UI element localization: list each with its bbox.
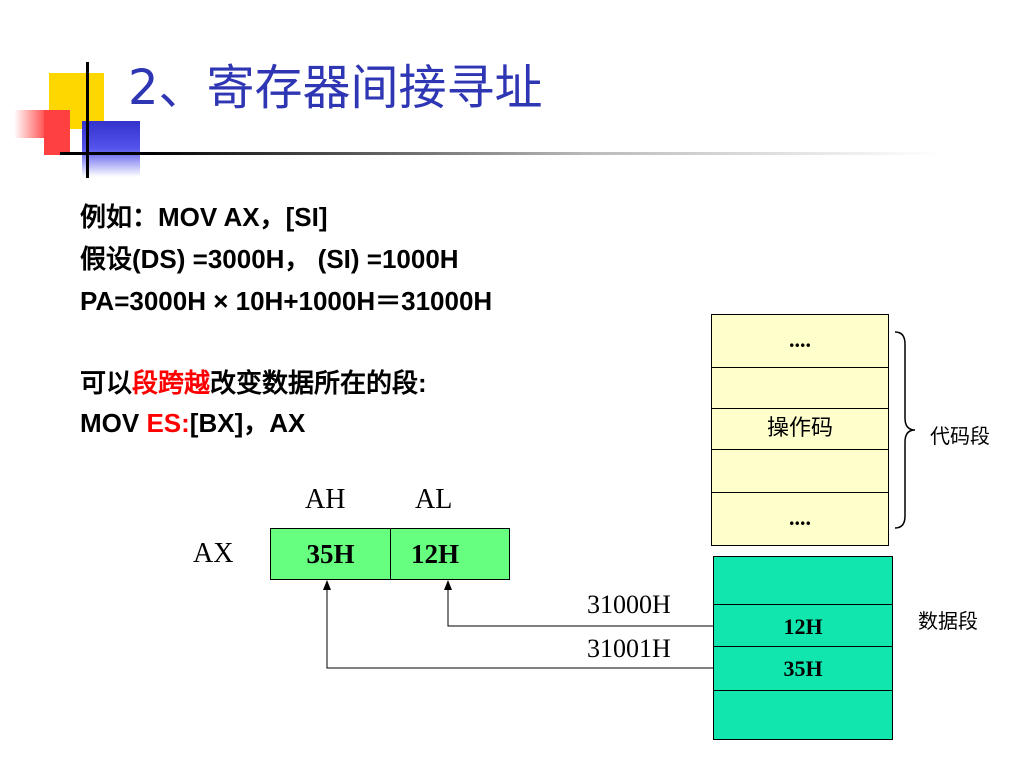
title-underline: [60, 152, 940, 155]
code-cell-0: ....: [711, 314, 889, 368]
data-cell-3: [713, 690, 893, 740]
data-cell-byte1: 35H: [713, 646, 893, 691]
code-cell-1: [711, 367, 889, 409]
code-cell-3: [711, 449, 889, 493]
text-line-5-post: [BX]，AX: [189, 408, 306, 438]
address-31001h: 31001H: [587, 634, 671, 663]
register-low-label: AL: [415, 484, 453, 515]
data-cell-0: [713, 556, 893, 605]
data-segment-label: 数据段: [918, 609, 978, 633]
data-cell-byte0: 12H: [713, 604, 893, 647]
text-line-3: PA=3000H × 10H+1000H＝31000H: [80, 286, 493, 316]
logo-blue-square: [82, 121, 140, 177]
text-line-4: 可以段跨越改变数据所在的段:: [80, 366, 427, 400]
text-line-4-pre: 可以: [80, 368, 133, 398]
text-line-4-post: 改变数据所在的段:: [210, 368, 427, 398]
logo-vertical-line: [86, 62, 89, 178]
text-line-4-highlight: 段跨越: [132, 368, 211, 398]
text-line-1: 例如：MOV AX，[SI]: [80, 202, 328, 232]
arrow-low-head: [444, 580, 452, 590]
page-title: 2、寄存器间接寻址: [128, 60, 543, 116]
address-31000h: 31000H: [587, 590, 671, 619]
code-segment-brace: [894, 331, 916, 529]
register-high-label: AH: [305, 484, 346, 515]
logo-red-square: [44, 110, 70, 155]
register-name: AX: [193, 538, 234, 569]
arrow-high-head: [323, 580, 331, 590]
text-line-5-pre: MOV: [80, 408, 147, 438]
text-line-5: MOV ES:[BX]，AX: [80, 406, 305, 440]
arrow-low-byte: [447, 588, 713, 627]
text-line-2: 假设(DS) =3000H， (SI) =1000H: [80, 244, 459, 274]
code-cell-opcode: 操作码: [711, 408, 889, 450]
register-high-cell: 35H: [270, 528, 391, 580]
code-cell-4: ....: [711, 492, 889, 546]
register-low-cell: 12H: [390, 528, 510, 580]
text-line-5-highlight: ES:: [146, 408, 190, 438]
code-segment-label: 代码段: [930, 424, 990, 448]
